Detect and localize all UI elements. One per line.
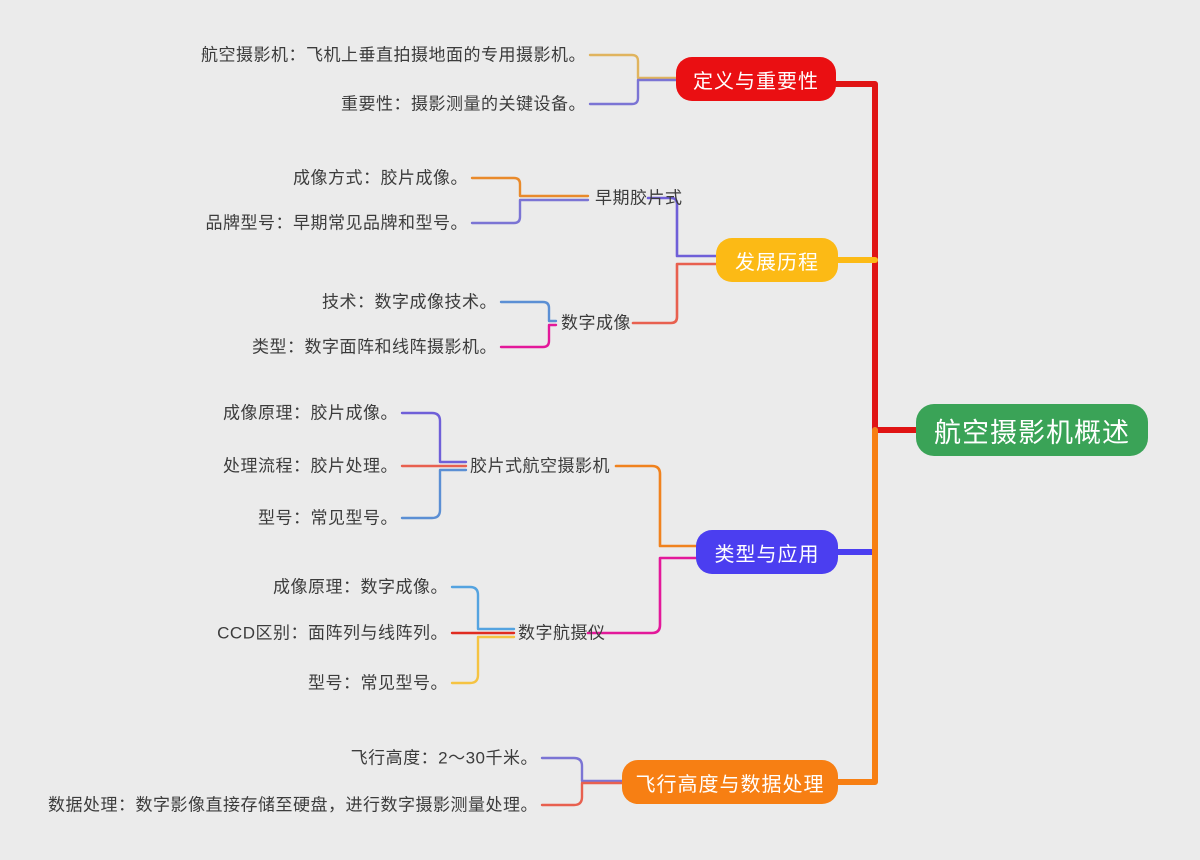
branch-node-history-label: 发展历程 [735, 251, 819, 274]
mid-node-film-camera-label: 胶片式航空摄影机 [470, 456, 610, 476]
leaf-digital-model-label: 型号：常见型号。 [308, 673, 448, 693]
leaf-type-digital-label: 类型：数字面阵和线阵摄影机。 [252, 337, 497, 357]
wire-history-digitalimg [631, 262, 718, 325]
branch-node-types[interactable]: 类型与应用 [696, 530, 838, 574]
leaf-film-process-label: 处理流程：胶片处理。 [223, 456, 398, 476]
branch-node-altitude[interactable]: 飞行高度与数据处理 [622, 760, 838, 804]
leaf-imaging-method-label: 成像方式：胶片成像。 [293, 168, 468, 188]
leaf-ccd-diff[interactable]: CCD区别：面阵列与线阵列。 [217, 625, 448, 642]
leaf-type-digital[interactable]: 类型：数字面阵和线阵摄影机。 [252, 339, 497, 356]
wire-digitaldev-leaf-3 [450, 635, 516, 685]
wire-earlyfilm-leaf-1 [470, 176, 590, 198]
leaf-digital-model[interactable]: 型号：常见型号。 [308, 675, 448, 692]
wire-digitalimg-leaf-1 [499, 300, 558, 323]
wire-digitaldev-leaf-1 [450, 585, 516, 631]
wire-earlyfilm-leaf-2 [470, 198, 590, 225]
leaf-ccd-diff-label: CCD区别：面阵列与线阵列。 [217, 623, 448, 643]
mid-node-early-film-label: 早期胶片式 [595, 188, 683, 208]
leaf-film-principle-label: 成像原理：胶片成像。 [223, 403, 398, 423]
leaf-tech-label: 技术：数字成像技术。 [322, 292, 497, 312]
mid-node-early-film[interactable]: 早期胶片式 [595, 190, 683, 207]
wire-root-types [835, 427, 878, 555]
root-node[interactable]: 航空摄影机概述 [916, 404, 1148, 456]
leaf-data-processing[interactable]: 数据处理：数字影像直接存储至硬盘，进行数字摄影测量处理。 [48, 797, 538, 814]
leaf-brand-model-label: 品牌型号：早期常见品牌和型号。 [205, 213, 468, 233]
wire-root-altitude [835, 427, 878, 785]
branch-node-definition-label: 定义与重要性 [693, 70, 819, 93]
mid-node-film-camera[interactable]: 胶片式航空摄影机 [470, 458, 610, 475]
leaf-data-processing-label: 数据处理：数字影像直接存储至硬盘，进行数字摄影测量处理。 [48, 795, 538, 815]
leaf-importance-label: 重要性：摄影测量的关键设备。 [341, 94, 586, 114]
leaf-film-model-label: 型号：常见型号。 [258, 508, 398, 528]
wire-digitalimg-leaf-2 [499, 323, 558, 349]
mid-node-digital-device-label: 数字航摄仪 [518, 623, 606, 643]
branch-node-altitude-label: 飞行高度与数据处理 [635, 773, 825, 796]
wire-types-digitaldev [586, 556, 698, 635]
wire-altitude-leaf-1 [540, 756, 624, 783]
wire-altitude-leaf-2 [540, 781, 624, 807]
leaf-film-process[interactable]: 处理流程：胶片处理。 [223, 458, 398, 475]
wire-root-definition [833, 81, 919, 433]
leaf-aerial-camera-def[interactable]: 航空摄影机：飞机上垂直拍摄地面的专用摄影机。 [201, 47, 586, 64]
mid-node-digital-image[interactable]: 数字成像 [561, 315, 631, 332]
mid-node-digital-device[interactable]: 数字航摄仪 [518, 625, 606, 642]
leaf-importance[interactable]: 重要性：摄影测量的关键设备。 [341, 96, 586, 113]
wire-definition-leaf-1 [588, 53, 678, 80]
leaf-imaging-method[interactable]: 成像方式：胶片成像。 [293, 170, 468, 187]
wire-filmcam-leaf-3 [400, 468, 468, 520]
leaf-digital-principle-label: 成像原理：数字成像。 [273, 577, 448, 597]
branch-node-definition[interactable]: 定义与重要性 [676, 57, 836, 101]
wire-types-filmcam [614, 464, 698, 548]
wire-filmcam-leaf-1 [400, 411, 468, 464]
leaf-aerial-camera-def-label: 航空摄影机：飞机上垂直拍摄地面的专用摄影机。 [201, 45, 586, 65]
leaf-film-principle[interactable]: 成像原理：胶片成像。 [223, 405, 398, 422]
branch-node-history[interactable]: 发展历程 [716, 238, 838, 282]
leaf-digital-principle[interactable]: 成像原理：数字成像。 [273, 579, 448, 596]
leaf-film-model[interactable]: 型号：常见型号。 [258, 510, 398, 527]
branch-node-types-label: 类型与应用 [714, 543, 820, 566]
leaf-tech[interactable]: 技术：数字成像技术。 [322, 294, 497, 311]
wire-definition-leaf-2 [588, 78, 678, 106]
root-node-label: 航空摄影机概述 [934, 417, 1130, 448]
leaf-brand-model[interactable]: 品牌型号：早期常见品牌和型号。 [206, 215, 469, 232]
mid-node-digital-image-label: 数字成像 [561, 313, 631, 333]
leaf-flight-altitude[interactable]: 飞行高度：2～30千米。 [351, 750, 538, 767]
leaf-flight-altitude-label: 飞行高度：2～30千米。 [350, 748, 538, 768]
